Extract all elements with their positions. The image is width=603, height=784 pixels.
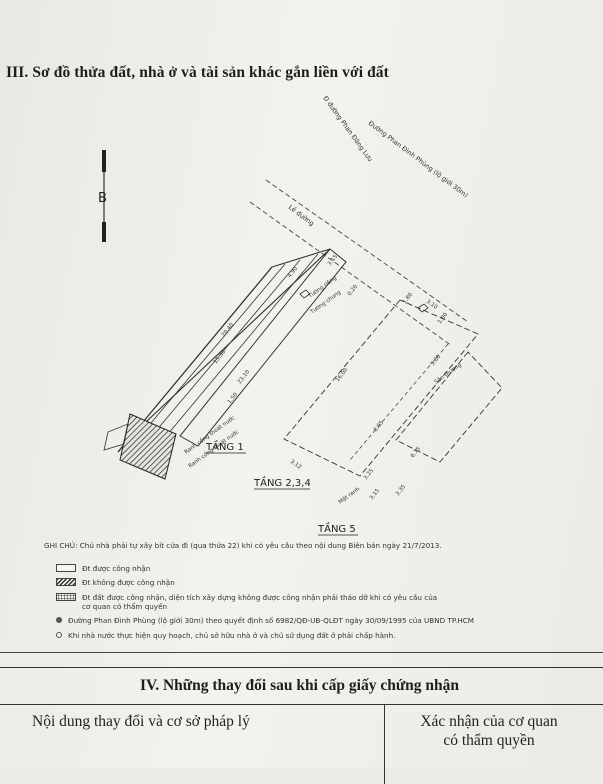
divider [0, 652, 603, 653]
dim-label: 5.80 [430, 353, 443, 367]
sidewalk-label: Lề đường [287, 203, 316, 228]
bullet-text: Đường Phan Đình Phùng (lộ giới 30m) theo… [68, 616, 474, 625]
column-header-line-1: Xác nhận của cơ quan [420, 713, 558, 730]
north-arrow: B [98, 150, 107, 242]
legend-swatch-blank [56, 564, 76, 572]
dim-label: 0.20 [347, 283, 360, 297]
dim-label: 4.90 [287, 265, 300, 279]
dim-label: 1.80 [437, 311, 450, 325]
street-label-top: Ð đường Phan Đăng Lưu [321, 94, 374, 163]
column-header-line-2: có thẩm quyền [443, 731, 535, 749]
legend-subtext: cơ quan có thẩm quyền [82, 602, 168, 611]
legend-swatch-hatch [56, 578, 76, 586]
parcel-diagram: B Ð đường Phan Đăng Lưu Đường Phan Đình … [98, 94, 503, 536]
dim-label: 3.15 [369, 487, 382, 501]
dim-label: 3.10 [425, 299, 439, 311]
dim-label: 16.00 [335, 367, 350, 383]
legend-text: Đt được công nhận [82, 564, 151, 573]
dim-label: 1.50 [227, 391, 240, 405]
legend-text: Đt đất được công nhận, diện tích xây dựn… [82, 593, 438, 602]
changes-table-header: IV. Những thay đổi sau khi cấp giấy chứn… [0, 668, 603, 705]
room-labels: Tường riêng Tường chung Sân thượng Ranh … [183, 275, 463, 506]
changes-table-title: IV. Những thay đổi sau khi cấp giấy chứn… [140, 677, 459, 694]
changes-table: IV. Những thay đổi sau khi cấp giấy chứn… [0, 667, 603, 784]
dim-label: 1.80 [402, 291, 415, 305]
floor-label-5: TẦNG 5 [317, 521, 356, 535]
boundary-label: Mặt ranh [338, 486, 362, 506]
note-heading: GHI CHÚ: Chủ nhà phải tự xây bít cửa đi … [44, 541, 442, 550]
north-label: B [98, 191, 107, 206]
legend-text: Đt không được công nhận [82, 578, 175, 587]
floor-label-1: TẦNG 1 [205, 439, 244, 453]
legend-swatch-dots [56, 593, 76, 601]
floor-label-2-4: TẦNG 2,3,4 [253, 475, 311, 489]
upper-floor-outline [283, 299, 503, 477]
dim-label: 3.35 [395, 483, 408, 497]
street-label-main: Đường Phan Đình Phùng (lộ giới 30m) [367, 119, 470, 199]
hatched-area [119, 413, 177, 480]
terrace-label: Sân thượng [433, 361, 463, 385]
dim-label: 3.25 [363, 467, 376, 481]
parcel-outline [117, 248, 347, 453]
column-header-content: Nội dung thay đổi và cơ sở pháp lý [32, 713, 250, 730]
section-title: III. Sơ đồ thửa đất, nhà ở và tài sản kh… [6, 64, 389, 81]
bullet-ring-icon [56, 632, 62, 638]
dim-label: 3.12 [289, 459, 302, 471]
dim-label: 8.05 [373, 419, 386, 433]
column-header-confirmation: Xác nhận của cơ quan có thẩm quyền [392, 713, 586, 750]
dimension-labels: 20.40 15.30 23.10 1.50 16.00 8.05 3.15 1… [213, 253, 450, 501]
column-divider [384, 704, 385, 784]
dim-label: 20.40 [221, 322, 236, 338]
bullet-dot-icon [56, 617, 62, 623]
bullet-text: Khi nhà nước thực hiện quy hoạch, chủ sở… [68, 631, 396, 640]
